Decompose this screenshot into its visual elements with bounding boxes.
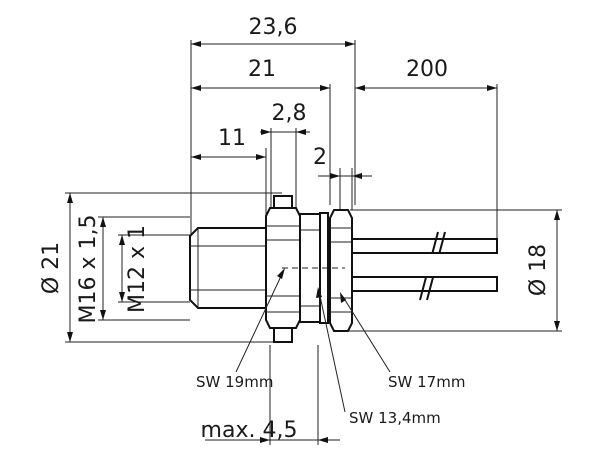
label-sw13: SW 13,4mm (349, 409, 441, 427)
dim-overall-length: 23,6 (249, 15, 298, 40)
wrench-labels: SW 19mm SW 17mm SW 13,4mm (196, 373, 465, 427)
dim-thread-inner: M12 x 1 (125, 225, 150, 313)
cable-leads (351, 231, 498, 301)
dim-thread-outer: M16 x 1,5 (76, 215, 101, 324)
dim-outer-diameter: Ø 21 (39, 242, 64, 294)
dimension-lines (67, 41, 560, 443)
dimension-labels: 23,6 21 200 2,8 11 2 Ø 21 M16 x 1,5 M12 … (39, 15, 551, 443)
dim-cable-diameter: Ø 18 (526, 244, 551, 296)
dim-front-length: 11 (218, 126, 246, 151)
dim-max-panel: max. 4,5 (201, 418, 298, 443)
leader-lines (235, 268, 391, 413)
label-sw17: SW 17mm (388, 373, 465, 391)
dim-body-length: 21 (248, 57, 276, 82)
dim-nut-gap: 2 (313, 145, 327, 170)
label-sw19: SW 19mm (196, 373, 273, 391)
dim-flange-width: 2,8 (272, 101, 307, 126)
dim-cable-length: 200 (406, 57, 448, 82)
extension-lines (65, 40, 562, 445)
connector-body (189, 195, 353, 343)
